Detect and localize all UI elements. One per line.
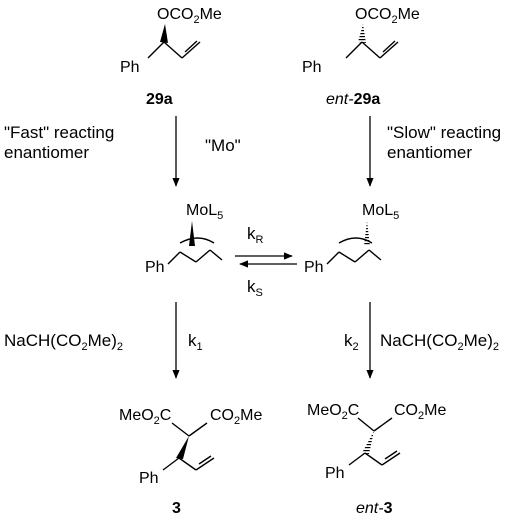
metal-label: MoL5 (362, 202, 399, 222)
mo-catalyst-label: "Mo" (205, 136, 241, 155)
compound-ent-29a: OCO2Me Ph ent-29a (302, 6, 420, 108)
mo-hash-bond (364, 221, 370, 246)
ester-right-label: CO2Me (394, 402, 446, 422)
metal-label: MoL5 (186, 202, 223, 222)
rate-kr-label: kR (247, 224, 264, 246)
fast-enantiomer-label: enantiomer (4, 143, 89, 162)
ester-left-label: MeO2C (119, 407, 171, 427)
carbonate-group-label: OCO2Me (157, 6, 222, 26)
allyl-arc (179, 237, 215, 244)
fast-reacting-label: "Fast" reacting (4, 123, 114, 142)
allyl-arc (338, 237, 373, 244)
compound-label-ent-29a: ent-29a (326, 91, 380, 108)
mo-allyl-complex-left: MoL5 Ph (145, 202, 223, 276)
reagent-label-left: NaCH(CO2Me)2 (4, 331, 123, 353)
rate-ks-label: kS (247, 277, 263, 299)
stereo-hash-bond (358, 24, 366, 43)
vinyl-bond (163, 41, 183, 59)
phenyl-label: Ph (120, 59, 140, 76)
rate-k2-label: k2 (344, 331, 359, 353)
ester-left-label: MeO2C (307, 402, 359, 422)
vinyl-double-bond (181, 41, 201, 59)
compound-3: MeO2C CO2Me Ph 3 (119, 407, 262, 517)
ester-right-label: CO2Me (210, 407, 262, 427)
slow-reacting-label: "Slow" reacting (387, 123, 501, 142)
compound-label-29a: 29a (146, 91, 173, 108)
vinyl-double-bond (379, 41, 399, 59)
compound-ent-3: MeO2C CO2Me Ph ent-3 (307, 402, 446, 517)
ph-bond (147, 41, 165, 59)
phenyl-label: Ph (145, 259, 165, 276)
mo-wedge-bond (189, 221, 195, 246)
phenyl-label: Ph (139, 470, 159, 487)
phenyl-label: Ph (304, 259, 324, 276)
vinyl-bond (361, 41, 381, 59)
carbonate-group-label: OCO2Me (355, 6, 420, 26)
phenyl-label: Ph (302, 59, 322, 76)
compound-label-3: 3 (172, 500, 181, 517)
ph-bond (345, 41, 363, 59)
slow-enantiomer-label: enantiomer (387, 143, 472, 162)
compound-label-ent-3: ent-3 (356, 500, 393, 517)
rate-k1-label: k1 (188, 331, 203, 353)
stereo-hash-bond (362, 431, 374, 454)
reagent-label-right: NaCH(CO2Me)2 (380, 331, 499, 353)
mo-allyl-complex-right: MoL5 Ph (304, 202, 399, 276)
phenyl-label: Ph (325, 465, 345, 482)
compound-29a: OCO2Me Ph 29a (120, 6, 222, 108)
stereo-wedge-bond (176, 436, 189, 459)
stereo-wedge-bond (160, 24, 168, 43)
